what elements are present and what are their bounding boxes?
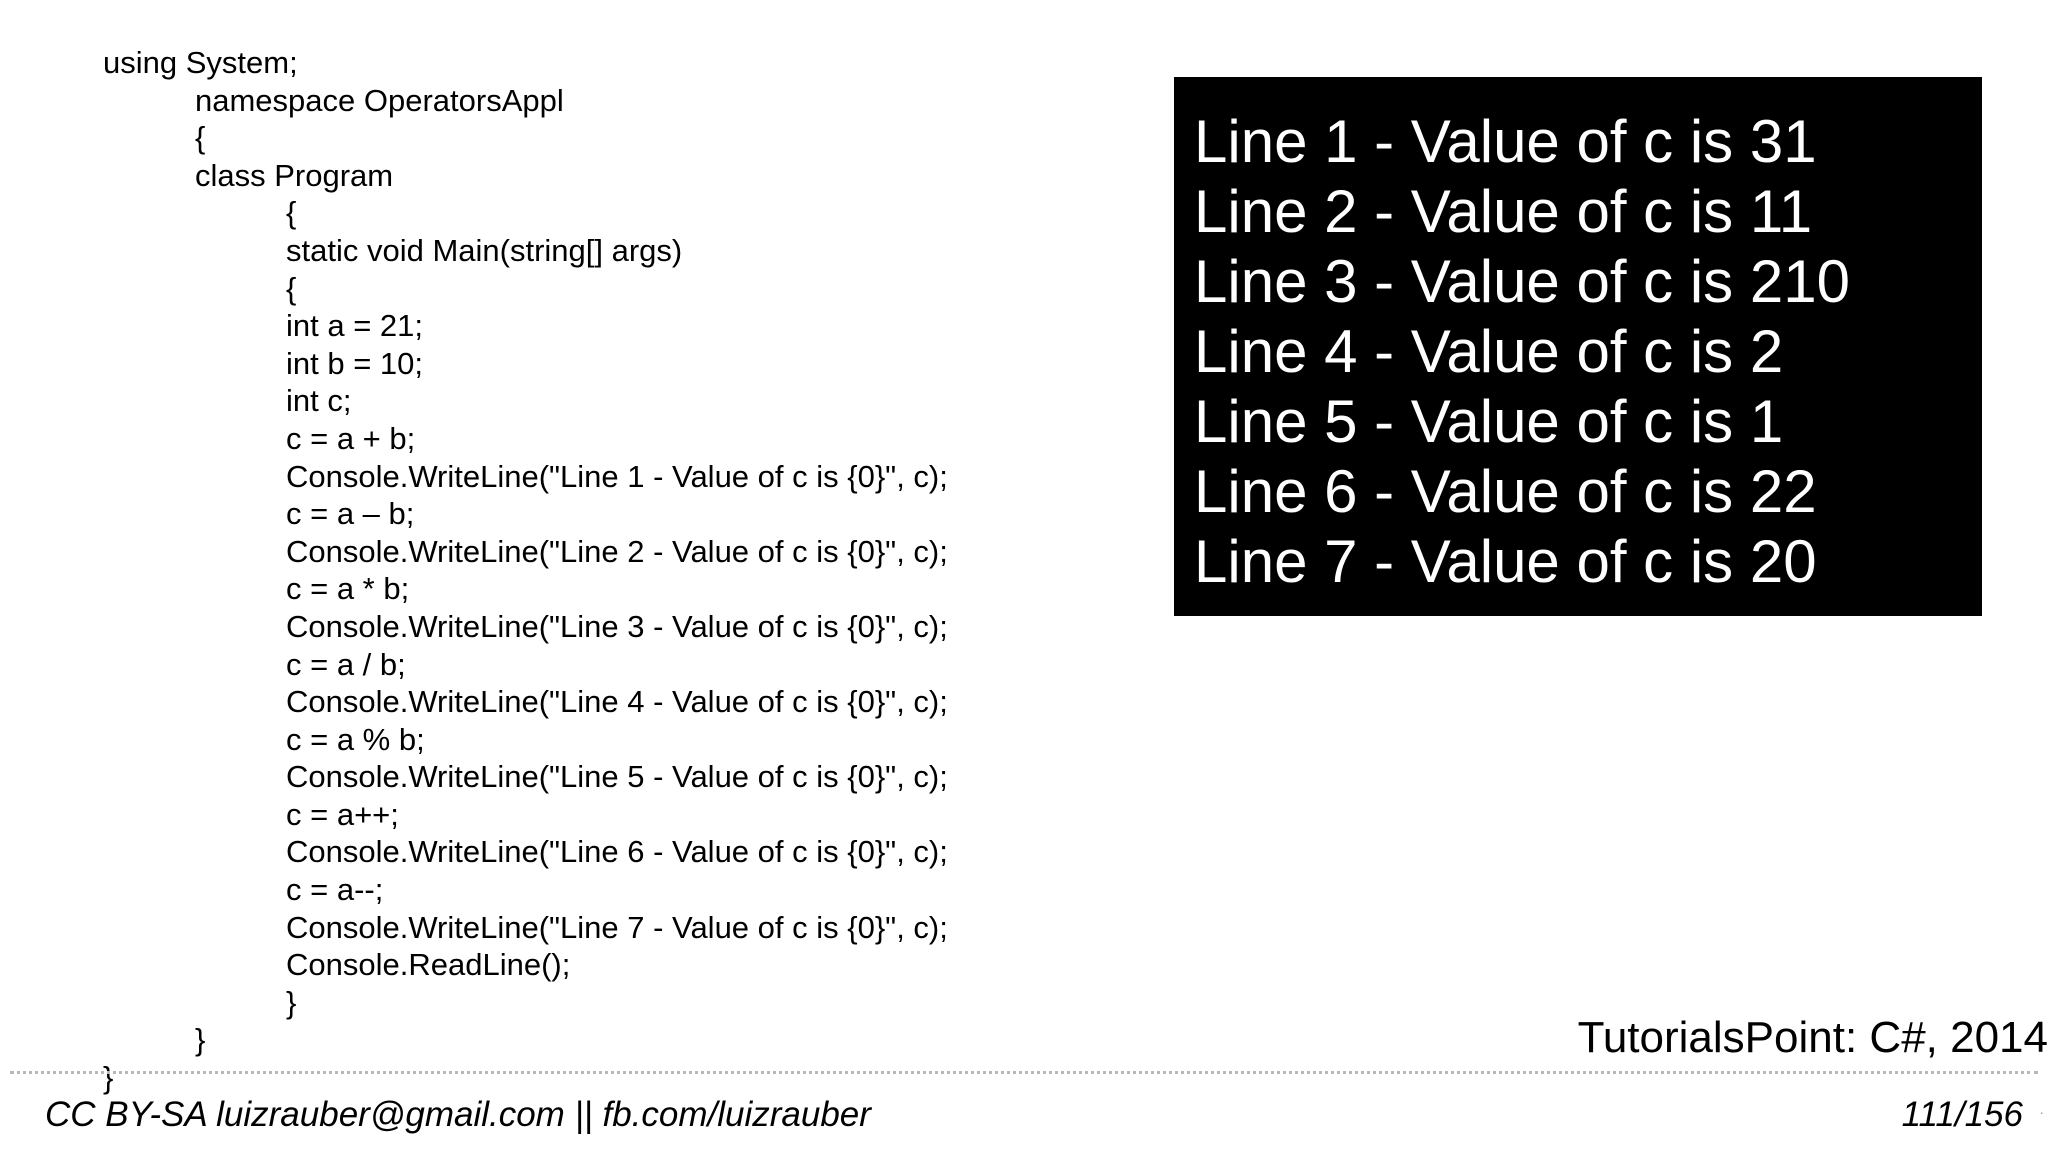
code-line: Console.ReadLine(); bbox=[286, 947, 571, 983]
console-line: Line 3 - Value of c is 210 bbox=[1194, 248, 1850, 315]
code-line: int a = 21; bbox=[286, 308, 424, 344]
code-line: c = a % b; bbox=[286, 721, 425, 757]
code-line: } bbox=[286, 984, 297, 1020]
code-line: int b = 10; bbox=[286, 345, 424, 381]
console-output: Line 1 - Value of c is 31 Line 2 - Value… bbox=[1174, 77, 1982, 616]
code-block: using System; namespace OperatorsAppl { … bbox=[0, 44, 948, 1097]
code-line: Console.WriteLine("Line 6 - Value of c i… bbox=[286, 834, 948, 870]
code-line: Console.WriteLine("Line 5 - Value of c i… bbox=[286, 759, 948, 795]
code-line: { bbox=[195, 120, 206, 156]
code-line: { bbox=[286, 195, 297, 231]
console-line: Line 4 - Value of c is 2 bbox=[1194, 318, 1784, 385]
code-line: } bbox=[195, 1022, 206, 1058]
console-line: Line 5 - Value of c is 1 bbox=[1194, 388, 1784, 455]
code-line: Console.WriteLine("Line 3 - Value of c i… bbox=[286, 608, 948, 644]
page-number: 111/156 bbox=[1901, 1095, 2023, 1134]
citation: TutorialsPoint: C#, 2014 bbox=[1577, 1013, 2048, 1062]
code-line: c = a++; bbox=[286, 796, 399, 832]
code-line: c = a – b; bbox=[286, 496, 415, 532]
code-line: class Program bbox=[195, 157, 394, 193]
code-line: Console.WriteLine("Line 7 - Value of c i… bbox=[286, 909, 948, 945]
code-line: c = a * b; bbox=[286, 571, 410, 607]
footer-license: CC BY-SA luizrauber@gmail.com || fb.com/… bbox=[45, 1095, 871, 1134]
code-line: Console.WriteLine("Line 2 - Value of c i… bbox=[286, 533, 948, 569]
console-line: Line 1 - Value of c is 31 bbox=[1194, 108, 1817, 175]
console-line: Line 6 - Value of c is 22 bbox=[1194, 458, 1817, 525]
code-line: c = a + b; bbox=[286, 420, 416, 456]
code-line: c = a / b; bbox=[286, 646, 406, 682]
code-line: c = a--; bbox=[286, 872, 384, 908]
code-line: namespace OperatorsAppl bbox=[195, 82, 564, 118]
footer-dot: · bbox=[2039, 1104, 2044, 1120]
code-line: Console.WriteLine("Line 4 - Value of c i… bbox=[286, 684, 948, 720]
code-line: Console.WriteLine("Line 1 - Value of c i… bbox=[286, 458, 948, 494]
footer-divider bbox=[10, 1071, 2038, 1074]
code-line: { bbox=[286, 270, 297, 306]
console-line: Line 2 - Value of c is 11 bbox=[1194, 178, 1813, 245]
code-line: using System; bbox=[103, 45, 298, 80]
code-line: static void Main(string[] args) bbox=[286, 232, 683, 268]
code-line: } bbox=[103, 1060, 114, 1096]
console-line: Line 7 - Value of c is 20 bbox=[1194, 528, 1817, 595]
code-line: int c; bbox=[286, 383, 352, 419]
